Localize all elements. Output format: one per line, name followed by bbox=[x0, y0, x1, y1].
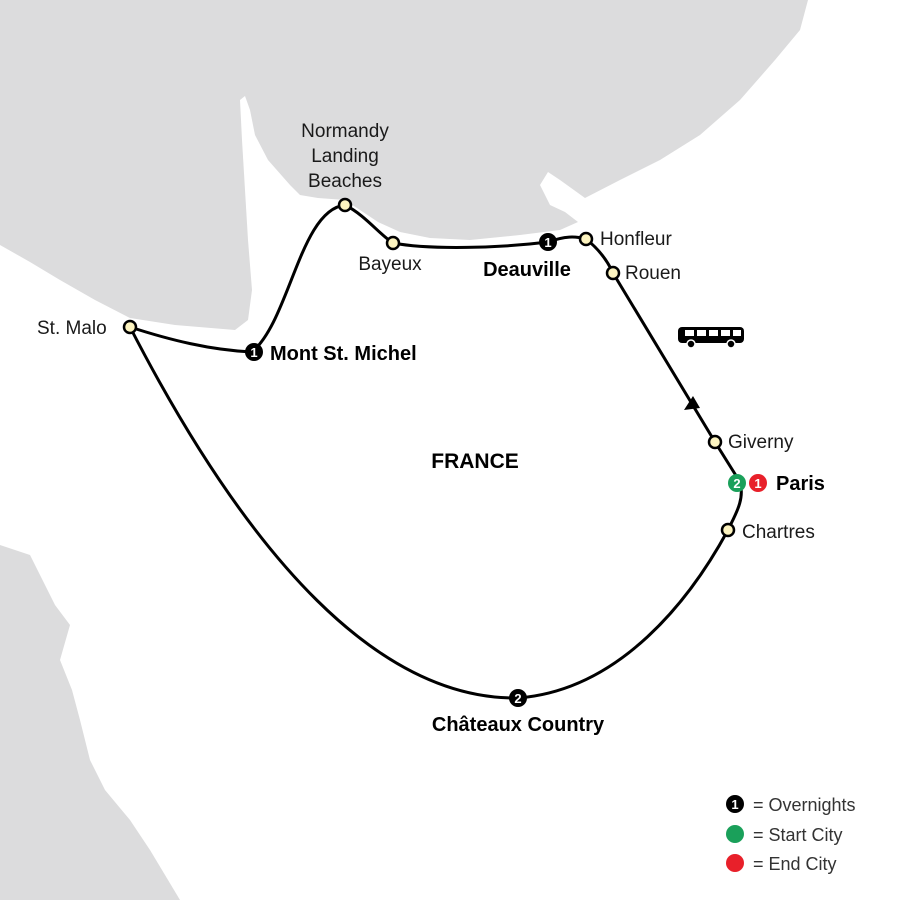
label-normandy-line3: Beaches bbox=[308, 171, 382, 192]
stop-chartres bbox=[720, 522, 736, 538]
stop-rouen bbox=[605, 265, 621, 281]
legend-start-dot bbox=[726, 825, 744, 843]
stop-st-malo bbox=[122, 319, 138, 335]
end-badge-paris: 1 bbox=[749, 474, 767, 492]
sea-atlantic bbox=[0, 545, 180, 900]
label-deauville: Deauville bbox=[483, 259, 571, 281]
overnight-badge-chateaux: 2 bbox=[509, 689, 527, 707]
svg-text:2: 2 bbox=[514, 691, 521, 706]
label-giverny: Giverny bbox=[728, 432, 794, 453]
legend-end-label: = End City bbox=[753, 854, 837, 874]
legend-overnights-label: = Overnights bbox=[753, 795, 856, 815]
label-bayeux: Bayeux bbox=[358, 254, 422, 275]
svg-text:1: 1 bbox=[754, 476, 761, 491]
stop-bayeux bbox=[385, 235, 401, 251]
legend-overnight-badge: 1 bbox=[726, 795, 744, 813]
stop-normandy-beaches bbox=[337, 197, 353, 213]
label-paris: Paris bbox=[776, 473, 825, 495]
label-honfleur: Honfleur bbox=[600, 229, 672, 250]
label-chateaux-country: Châteaux Country bbox=[432, 714, 605, 736]
legend: 1 = Overnights = Start City = End City bbox=[726, 795, 856, 874]
svg-text:2: 2 bbox=[733, 476, 740, 491]
label-chartres: Chartres bbox=[742, 522, 815, 543]
overnight-badge-deauville: 1 bbox=[539, 233, 557, 251]
legend-end-dot bbox=[726, 854, 744, 872]
overnight-badge-mont-st-michel: 1 bbox=[245, 343, 263, 361]
label-mont-st-michel: Mont St. Michel bbox=[270, 343, 417, 365]
label-normandy-line1: Normandy bbox=[301, 121, 389, 142]
country-label: FRANCE bbox=[431, 450, 519, 473]
svg-text:1: 1 bbox=[250, 345, 257, 360]
direction-arrow bbox=[684, 396, 700, 410]
sea-channel bbox=[0, 0, 808, 330]
stop-honfleur bbox=[578, 231, 594, 247]
legend-start-label: = Start City bbox=[753, 825, 843, 845]
start-badge-paris: 2 bbox=[728, 474, 746, 492]
label-rouen: Rouen bbox=[625, 263, 681, 284]
label-st-malo: St. Malo bbox=[37, 318, 107, 339]
stop-giverny bbox=[707, 434, 723, 450]
svg-text:1: 1 bbox=[731, 797, 738, 812]
bus-icon bbox=[678, 327, 744, 349]
label-normandy-line2: Landing bbox=[311, 146, 379, 167]
svg-text:1: 1 bbox=[544, 235, 551, 250]
